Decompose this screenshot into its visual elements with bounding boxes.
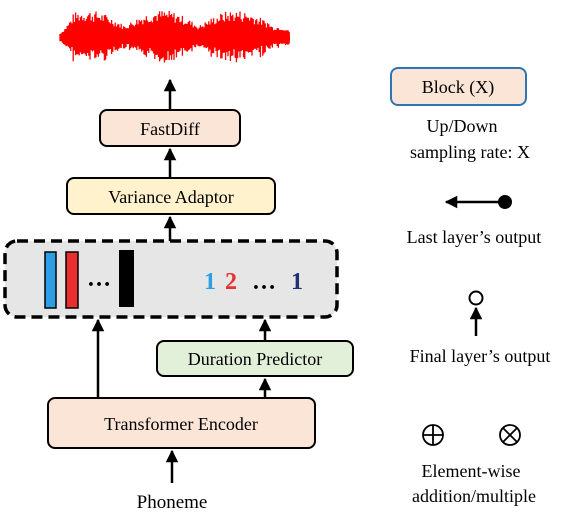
legend-block-box xyxy=(390,67,527,106)
fastdiff-block: FastDiff xyxy=(99,109,241,147)
transformer-encoder-box xyxy=(47,397,316,449)
final-layer-output-icon xyxy=(468,290,484,336)
duration-digit-1: 1 xyxy=(204,269,216,295)
dashed-region-box xyxy=(3,239,339,319)
duration-predictor-label: Duration Predictor xyxy=(188,349,322,369)
duration-digit-last: 1 xyxy=(291,269,303,295)
variance-adaptor-block: Variance Adaptor xyxy=(66,177,276,215)
waveform-icon xyxy=(59,11,290,63)
last-layer-output-icon xyxy=(444,195,512,209)
final-layer-output-label: Final layer’s output xyxy=(410,346,551,366)
phoneme-label: Phoneme xyxy=(137,492,208,513)
legend-block-caption-2: sampling rate: X xyxy=(410,142,530,162)
elementwise-label-1: Element-wise xyxy=(422,461,521,481)
length-regulator-region: … 1 2 … 1 xyxy=(3,239,339,319)
fastdiff-box xyxy=(99,109,241,147)
duration-predictor-block: Duration Predictor xyxy=(156,340,354,377)
multiplication-icon xyxy=(499,424,521,446)
red-bar xyxy=(65,251,79,309)
addition-icon xyxy=(422,424,444,446)
black-bar xyxy=(119,250,134,307)
variance-adaptor-box xyxy=(66,177,276,215)
duration-predictor-box xyxy=(156,340,354,377)
duration-digit-2: 2 xyxy=(225,269,237,295)
last-layer-output-label: Last layer’s output xyxy=(407,227,542,247)
legend-block-label: Block (X) xyxy=(422,77,494,98)
fastdiff-label: FastDiff xyxy=(140,119,200,139)
legend: Block (X) Up/Down sampling rate: X Last … xyxy=(390,67,551,506)
variance-adaptor-label: Variance Adaptor xyxy=(108,187,233,207)
transformer-encoder-label: Transformer Encoder xyxy=(104,414,258,434)
blue-bar xyxy=(44,251,57,309)
transformer-encoder-block: Transformer Encoder xyxy=(47,397,316,449)
duration-dots: … xyxy=(252,269,276,295)
legend-block-caption-1: Up/Down xyxy=(427,116,498,136)
bar-dots: … xyxy=(87,266,111,292)
elementwise-label-2: addition/multiple xyxy=(412,486,536,506)
